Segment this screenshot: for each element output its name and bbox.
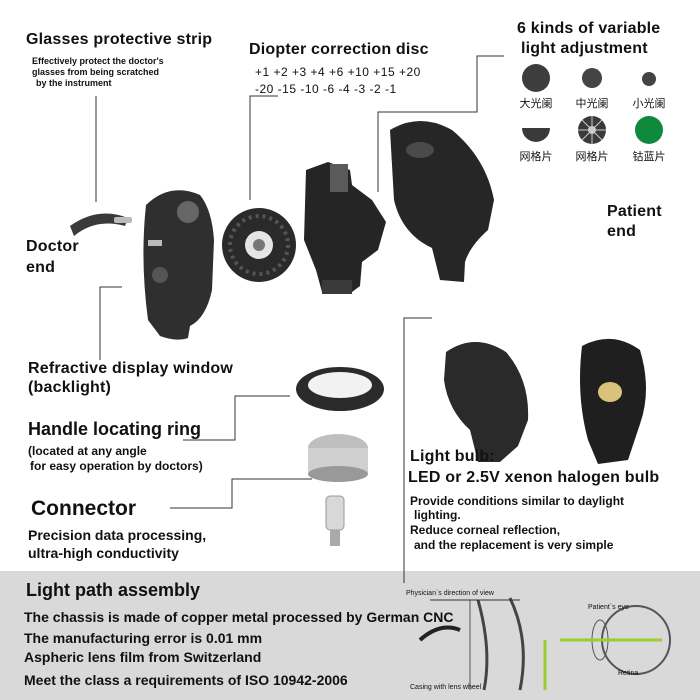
medium-aperture-icon <box>582 68 602 88</box>
diagram-retina-label: Retina <box>618 670 639 677</box>
light-bulb-desc-1: Provide conditions similar to daylight <box>410 494 625 508</box>
patient-end-label-2: end <box>607 223 637 240</box>
light-bulb-type: LED or 2.5V xenon halogen bulb <box>408 469 660 486</box>
manufacturing-error-text: The manufacturing error is 0.01 mm <box>24 630 263 646</box>
assembled-head-left <box>444 342 529 462</box>
light-adjust-title-1: 6 kinds of variable <box>517 20 661 37</box>
light-bulb-desc-3: Reduce corneal reflection, <box>410 523 561 537</box>
light-path-title: Light path assembly <box>26 580 201 600</box>
doctor-end-housing <box>143 190 214 340</box>
small-aperture-icon <box>642 72 656 86</box>
protective-strip-part <box>70 213 128 236</box>
patient-end-housing <box>390 121 494 282</box>
chassis-text: The chassis is made of copper metal proc… <box>24 609 454 625</box>
leader-line-connector <box>170 478 312 509</box>
handle-ring-desc-2: for easy operation by doctors) <box>30 459 203 473</box>
screw-part <box>114 217 132 223</box>
bulb-part <box>325 495 345 531</box>
diopter-title: Diopter correction disc <box>249 41 429 58</box>
diagram-casing-label: Casing with lens wheel <box>410 684 482 691</box>
doctor-end-label-2: end <box>26 259 56 276</box>
lens-body-part <box>304 162 386 292</box>
half-disc-aperture-icon <box>522 128 550 142</box>
grid-aperture-icon <box>578 116 606 144</box>
aperture-caption-cobalt: 钴蓝片 <box>632 151 666 163</box>
large-aperture-icon <box>522 64 550 92</box>
connector-desc-1: Precision data processing, <box>28 527 207 543</box>
handle-ring-desc-1: (located at any angle <box>28 444 147 458</box>
diagram-physician-label: Physician`s direction of view <box>406 590 494 597</box>
diopter-negative-values: -20 -15 -10 -6 -4 -3 -2 -1 <box>255 82 397 96</box>
connector-desc-2: ultra-high conductivity <box>28 545 179 561</box>
leader-line-refractive <box>99 286 122 360</box>
glasses-strip-desc-1: Effectively protect the doctor's <box>32 56 164 66</box>
light-path-panel <box>0 571 700 700</box>
light-bulb-desc-2: lighting. <box>414 508 461 522</box>
iso-requirement-text: Meet the class a requirements of ISO 109… <box>24 672 348 688</box>
light-bulb-desc-4: and the replacement is very simple <box>414 538 614 552</box>
patient-end-label-1: Patient <box>607 203 662 220</box>
aperture-caption-half: 网格片 <box>519 151 553 163</box>
doctor-end-window <box>177 201 199 223</box>
aperture-caption-large: 大光阑 <box>519 98 553 110</box>
aperture-caption-medium: 中光阑 <box>575 98 609 110</box>
light-path-diagram <box>418 597 671 691</box>
refractive-window-title: Refractive display window <box>28 360 234 377</box>
cobalt-blue-filter-icon <box>635 116 663 144</box>
glasses-strip-desc-2: glasses from being scratched <box>32 67 160 77</box>
leader-line-light <box>377 55 504 192</box>
glasses-strip-title: Glasses protective strip <box>26 31 213 48</box>
aperture-caption-grid: 网格片 <box>575 151 609 163</box>
handle-ring-title: Handle locating ring <box>28 419 202 439</box>
glasses-strip-desc-3: by the instrument <box>36 78 112 88</box>
aperture-caption-small: 小光阑 <box>632 98 666 110</box>
leader-line-diopter <box>249 95 278 200</box>
light-bulb-title: Light bulb: <box>410 448 495 465</box>
connector-title: Connector <box>31 497 136 520</box>
refractive-window-subtitle: (backlight) <box>28 379 112 396</box>
light-adjust-title-2: light adjustment <box>521 40 648 57</box>
leader-line-ring <box>183 395 290 441</box>
diagram-patient-eye-label: Patient`s eye <box>588 604 629 611</box>
aspheric-lens-text: Aspheric lens film from Switzerland <box>24 649 262 665</box>
leader-line-bulb <box>403 317 432 583</box>
doctor-end-label-1: Doctor <box>26 238 79 255</box>
diopter-positive-values: +1 +2 +3 +4 +6 +10 +15 +20 <box>255 65 421 79</box>
